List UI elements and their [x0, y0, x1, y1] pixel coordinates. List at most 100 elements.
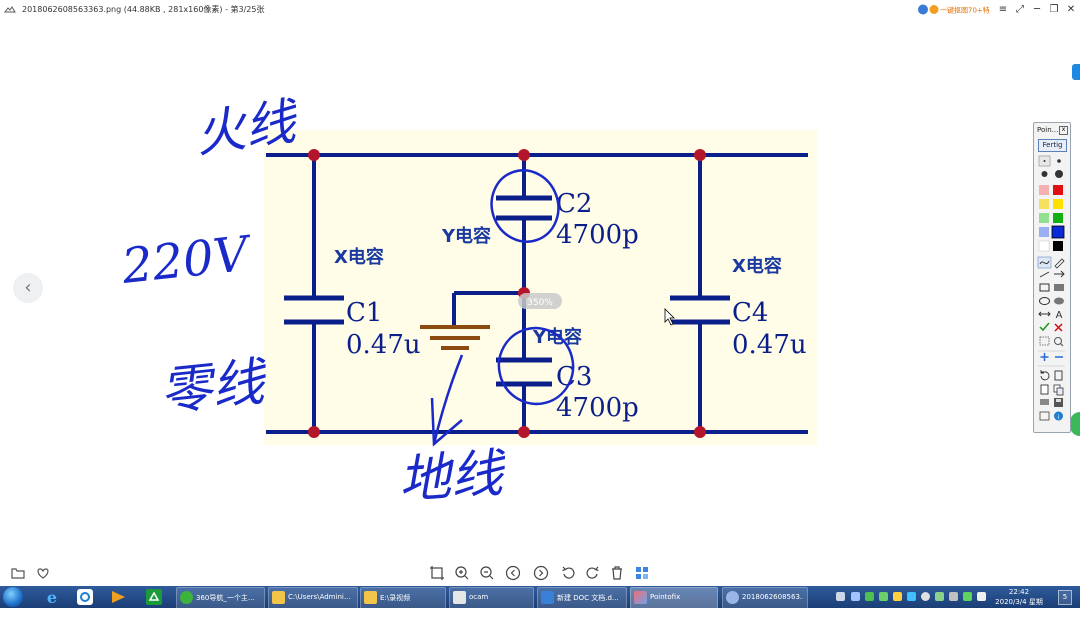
color-light-blue-icon — [1039, 227, 1049, 237]
battery-icon[interactable] — [977, 592, 986, 601]
pointofix-icon — [634, 591, 647, 604]
apps-grid-icon[interactable] — [634, 565, 650, 581]
zoom-out-icon[interactable] — [479, 565, 495, 581]
promo-text: 一键抠图70+特效 — [940, 6, 989, 15]
tray-app-icon-4[interactable] — [935, 592, 944, 601]
title-bar: 2018062608563363.png (44.88KB , 281x160像… — [0, 0, 1080, 20]
freehand-tool-icon — [1039, 260, 1050, 265]
volume-icon[interactable] — [949, 592, 958, 601]
media-player-icon[interactable] — [104, 588, 132, 606]
color-green-icon — [1053, 213, 1063, 223]
menu-icon[interactable]: ≡ — [998, 4, 1008, 15]
pen-size-large-icon — [1041, 171, 1048, 177]
c2-type-label: Y电容 — [441, 225, 491, 247]
pen-tray-icon[interactable] — [851, 592, 860, 601]
security-icon[interactable] — [921, 592, 930, 601]
ink-strokes — [430, 169, 575, 447]
floating-widget[interactable] — [1070, 412, 1080, 436]
color-yellow-icon — [1053, 199, 1063, 209]
open-folder-icon[interactable] — [10, 565, 26, 581]
side-panel-tab[interactable] — [1072, 64, 1080, 80]
360-browser-icon — [180, 591, 193, 604]
rotate-right-icon[interactable] — [585, 565, 601, 581]
annotation-voltage: 220V — [118, 226, 255, 295]
zoom-in-icon[interactable] — [454, 565, 470, 581]
delete-icon[interactable] — [609, 565, 625, 581]
pointofix-title: Poin... — [1037, 126, 1059, 134]
folder-icon — [364, 591, 377, 604]
c4-name: C4 — [732, 298, 768, 328]
annotation-ground-wire: 地线 — [397, 444, 510, 511]
ink-arrow-line — [432, 354, 464, 445]
color-white-icon — [1038, 240, 1050, 252]
trash-icon — [1054, 370, 1063, 381]
cloud-app-icon[interactable] — [71, 588, 99, 606]
new-page-icon — [1040, 384, 1049, 395]
schematic-image — [264, 130, 817, 445]
c4-type-label: X电容 — [732, 255, 782, 277]
keyboard-icon[interactable] — [836, 592, 845, 601]
tray-app-icon-2[interactable] — [893, 592, 902, 601]
window-title: 2018062608563363.png (44.88KB , 281x160像… — [22, 5, 265, 14]
previous-image-button[interactable]: ‹ — [13, 273, 43, 303]
signal-icon[interactable] — [879, 592, 888, 601]
wps-writer-icon — [541, 591, 554, 604]
image-viewer-icon — [4, 6, 16, 13]
color-light-green-icon — [1039, 213, 1049, 223]
check-icon — [1039, 322, 1050, 332]
previous-icon[interactable] — [505, 565, 521, 581]
fullscreen-icon[interactable]: ⤢ — [1016, 4, 1024, 15]
ie-browser-icon[interactable]: e — [38, 588, 66, 606]
task-explorer-videos[interactable]: E:\录视频 — [360, 587, 446, 609]
rotate-left-icon[interactable] — [560, 565, 576, 581]
filled-rectangle-tool-icon — [1054, 284, 1064, 291]
crop-tool-icon — [1039, 336, 1050, 346]
clock[interactable]: 22:42 2020/3/4 星期三 — [992, 587, 1046, 617]
close-icon[interactable]: ✕ — [1066, 4, 1076, 15]
viewer-toolbar — [0, 560, 1080, 586]
color-red-icon — [1053, 185, 1063, 195]
task-explorer-users[interactable]: C:\Users\Admini... — [268, 587, 358, 609]
undo-icon — [1040, 370, 1050, 381]
recycle-app-icon[interactable] — [140, 588, 168, 606]
tray-app-icon-3[interactable] — [907, 592, 916, 601]
pointofix-toolbar: Poin... x Fertig A — [1033, 122, 1071, 433]
start-button[interactable] — [3, 587, 23, 607]
pointofix-tools[interactable]: A i — [1037, 154, 1067, 426]
c4-value: 0.47u — [732, 330, 807, 360]
rectangle-tool-icon — [1039, 283, 1050, 292]
plus-icon — [1040, 353, 1049, 361]
color-black-icon — [1053, 241, 1063, 251]
screenshot-icon — [1039, 411, 1050, 421]
restore-icon[interactable]: ❐ — [1049, 4, 1059, 15]
minimize-icon[interactable]: ─ — [1033, 4, 1041, 15]
color-blue-icon — [1051, 225, 1065, 239]
network-icon[interactable] — [963, 592, 972, 601]
promo-banner[interactable]: 一键抠图70+特效 — [917, 3, 989, 16]
favorite-heart-icon[interactable] — [35, 565, 51, 581]
task-wps-doc[interactable]: 新建 DOC 文档.d... — [537, 587, 627, 609]
pointofix-done-button[interactable]: Fertig — [1038, 139, 1067, 152]
color-light-yellow-icon — [1039, 199, 1049, 209]
c1-value: 0.47u — [346, 330, 421, 360]
color-light-red-icon — [1039, 185, 1049, 195]
annotation-live-wire: 火线 — [192, 92, 303, 164]
crop-icon[interactable] — [429, 565, 445, 581]
svg-text:i: i — [1058, 414, 1060, 421]
next-icon[interactable] — [533, 565, 549, 581]
task-pointofix[interactable]: Pointofix — [630, 587, 718, 609]
c2-value: 4700p — [556, 220, 639, 250]
tray-app-icon[interactable] — [865, 592, 874, 601]
task-ocam[interactable]: ocam — [449, 587, 534, 609]
ink-circle-c3 — [497, 326, 575, 406]
c3-type-label: Y电容 — [532, 326, 582, 348]
zoom-badge — [518, 293, 562, 309]
pointofix-close-icon[interactable]: x — [1059, 126, 1068, 135]
c1-type-label: X电容 — [334, 246, 384, 268]
notification-badge[interactable]: 5 — [1058, 590, 1072, 605]
task-360-browser[interactable]: 360导航_一个主... — [176, 587, 265, 609]
ocam-icon — [453, 591, 466, 604]
mouse-cursor — [664, 308, 675, 326]
task-image-viewer[interactable]: 2018062608563... — [722, 587, 808, 609]
pen-size-xlarge-icon — [1055, 170, 1063, 178]
